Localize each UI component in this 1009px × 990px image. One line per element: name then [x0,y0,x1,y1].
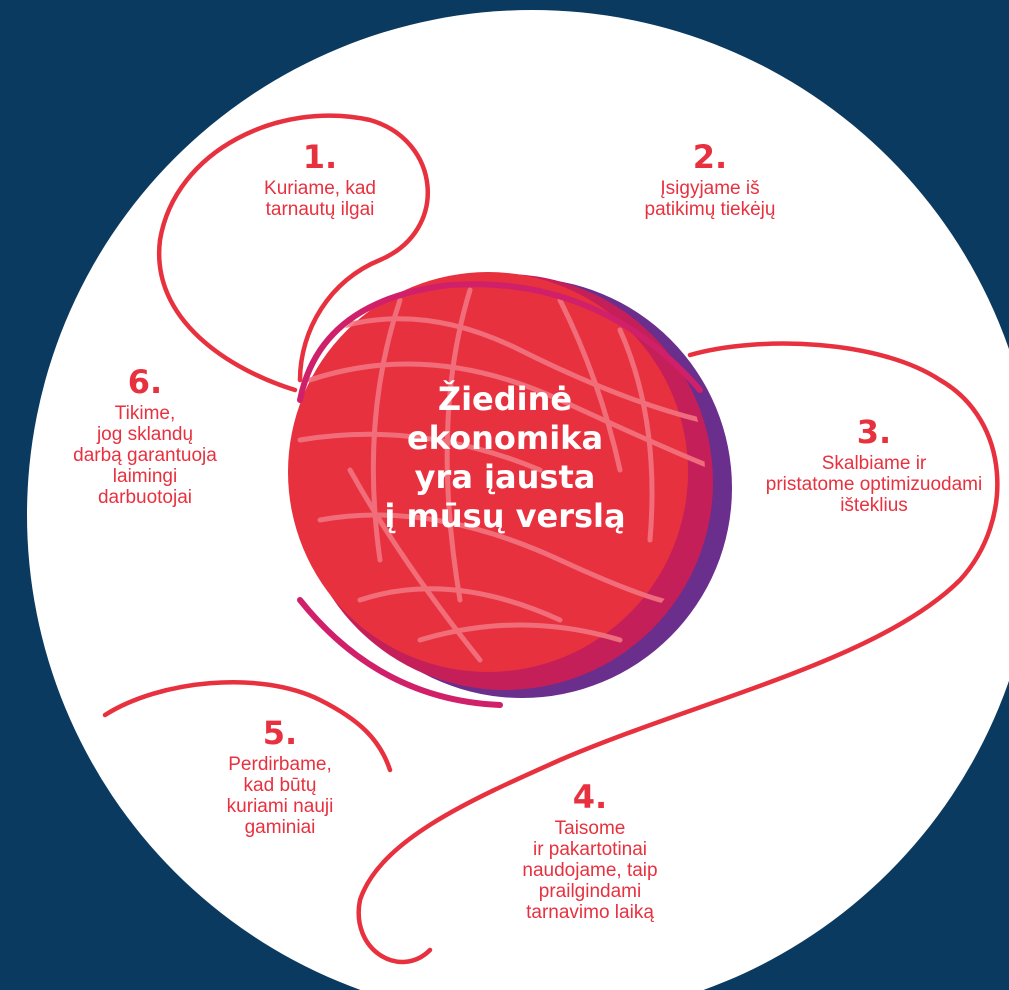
step-1-text: Kuriame, kad tarnautų ilgai [264,178,376,220]
yarn-thread-icon [102,113,1000,965]
step-3-number: 3. [856,413,892,451]
step-3-text: Skalbiame ir pristatome optimizuodami iš… [765,453,983,516]
step-6-text: Tikime, jog sklandų darbą garantuoja lai… [73,403,217,508]
step-6-number: 6. [127,363,163,401]
step-2-text: Įsigyjame iš patikimų tiekėjų [644,178,776,220]
yarn-ball-icon [288,272,732,708]
step-2: 2. Įsigyjame iš patikimų tiekėjų [600,140,820,220]
step-5-text: Perdirbame, kad būtų kuriami nauji gamin… [226,754,334,838]
page-title: Žiedinė ekonomika yra įausta į mūsų vers… [384,380,626,535]
step-5-number: 5. [262,714,298,752]
step-4-text: Taisome ir pakartotinai naudojame, taip … [522,818,658,923]
step-1-number: 1. [302,138,338,176]
step-6: 6. Tikime, jog sklandų darbą garantuoja … [45,365,245,508]
step-4: 4. Taisome ir pakartotinai naudojame, ta… [480,780,700,923]
step-5: 5. Perdirbame, kad būtų kuriami nauji ga… [190,716,370,838]
step-4-number: 4. [572,778,608,816]
step-3: 3. Skalbiame ir pristatome optimizuodami… [744,415,1004,516]
step-1: 1. Kuriame, kad tarnautų ilgai [225,140,415,220]
step-2-number: 2. [692,138,728,176]
